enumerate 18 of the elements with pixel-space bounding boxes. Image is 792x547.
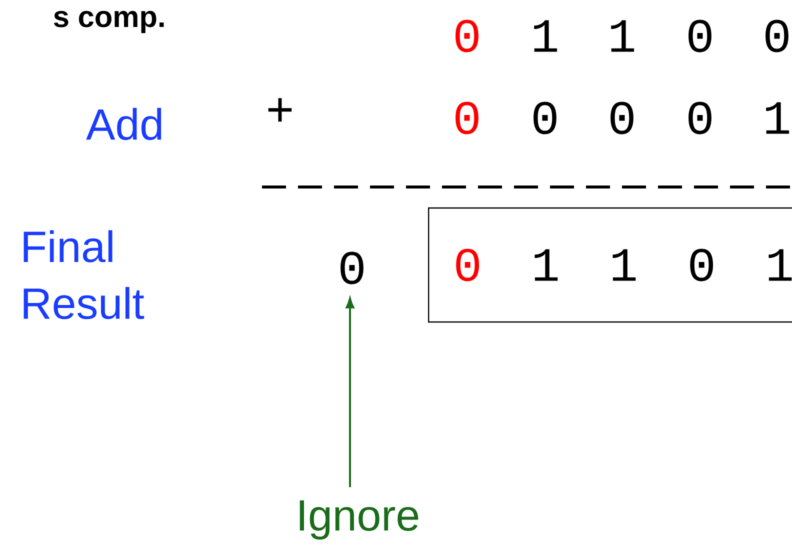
digit: 1 [534, 20, 558, 52]
digit: 0 [688, 20, 712, 52]
carry-digit: 0 [340, 252, 364, 284]
heading: s comp. [54, 10, 164, 34]
digit: 0 [534, 102, 556, 134]
digit: 0 [456, 20, 478, 52]
arrow [346, 298, 354, 308]
row-label: Final Result [24, 230, 144, 320]
result-box: 0 1 1 0 1 [428, 207, 792, 323]
digit: 0 [766, 20, 788, 52]
digit: 0 [456, 102, 478, 134]
note-label: Ignore [300, 500, 418, 540]
digit: 0 [688, 102, 712, 134]
digit: 1 [766, 102, 790, 134]
digit: 0 [610, 102, 634, 134]
row-label: Add [86, 108, 162, 140]
digit: 1 [611, 20, 634, 52]
plus-sign: + [268, 98, 292, 122]
